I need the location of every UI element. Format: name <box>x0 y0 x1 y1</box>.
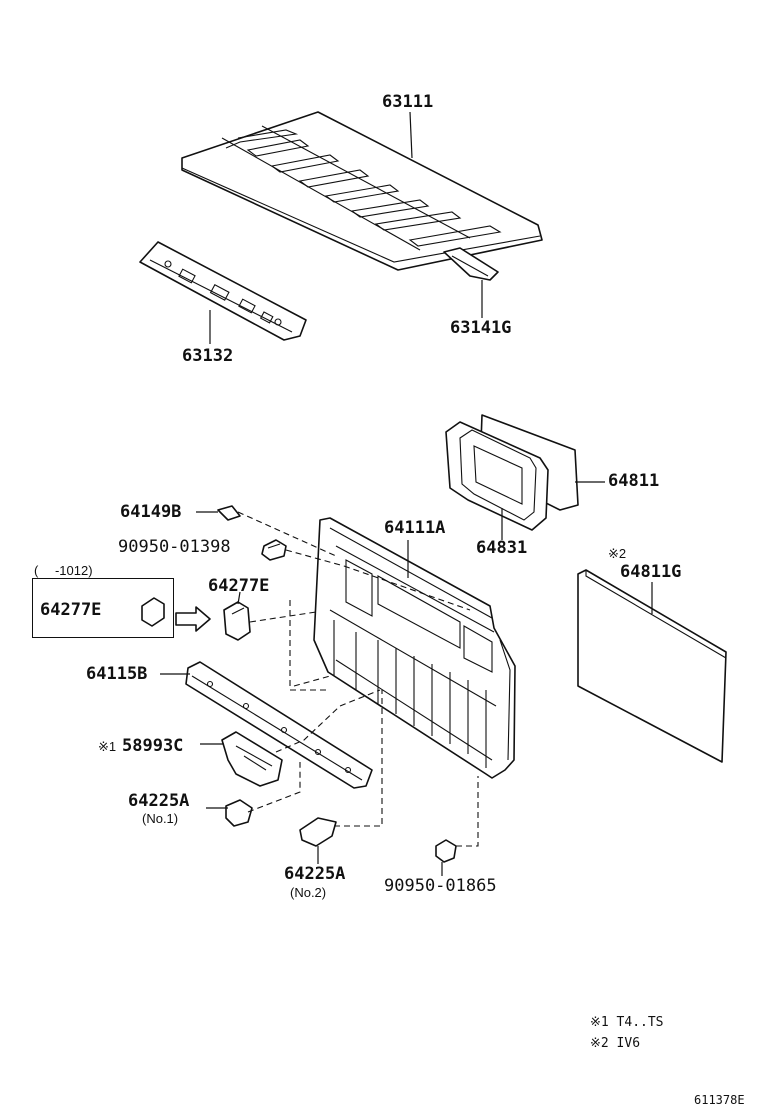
roof-bow-front <box>139 241 307 341</box>
back-panel <box>313 517 516 779</box>
part-number-64277e[interactable]: 64277E <box>208 576 270 596</box>
bolt-90950-01865 <box>435 839 457 863</box>
part-number-64111a[interactable]: 64111A <box>384 518 446 538</box>
part-number-58993c[interactable]: 58993C <box>122 736 184 756</box>
part-number-64149b[interactable]: 64149B <box>120 502 182 522</box>
bracket-64225a-no2 <box>299 817 337 847</box>
part-number-90950-01398[interactable]: 90950-01398 <box>118 537 231 557</box>
arrow-icon <box>175 606 211 632</box>
bracket-58993c <box>221 731 283 787</box>
clip-64149b <box>217 505 241 521</box>
part-number-64811g[interactable]: 64811G <box>620 562 682 582</box>
variant-label-no2: (No.2) <box>290 885 327 900</box>
note-1: ※1 T4..TS <box>590 1015 664 1030</box>
part-number-64115b[interactable]: 64115B <box>86 664 148 684</box>
footnote-mark-2: ※2 <box>608 546 627 561</box>
part-number-64277e-inset[interactable]: 64277E <box>40 600 102 620</box>
reinforcement-64115b <box>185 661 373 789</box>
bracket-64277e-inset <box>141 597 165 627</box>
roof-panel <box>181 111 543 271</box>
bracket-64277e-main <box>223 601 251 641</box>
part-number-64831[interactable]: 64831 <box>476 538 528 558</box>
roof-bow-rear <box>443 247 499 281</box>
part-number-90950-01865[interactable]: 90950-01865 <box>384 876 497 896</box>
part-number-63132[interactable]: 63132 <box>182 346 234 366</box>
part-number-64225a-no2[interactable]: 64225A <box>284 864 346 884</box>
variant-inset-box <box>32 578 174 638</box>
note-2: ※2 IV6 <box>590 1036 641 1051</box>
figure-id: 611378E <box>694 1093 745 1107</box>
part-number-63111[interactable]: 63111 <box>382 92 434 112</box>
variant-label-no1: (No.1) <box>142 811 179 826</box>
part-number-64225a-no1[interactable]: 64225A <box>128 791 190 811</box>
footnote-mark-1: ※1 <box>98 739 117 754</box>
rear-panel-board <box>577 569 727 763</box>
clip-90950-01398 <box>261 539 287 561</box>
bracket-64225a-no1 <box>225 799 253 827</box>
rear-window-weatherstrip <box>445 421 549 531</box>
inset-range-label: ( -1012) <box>34 563 93 578</box>
part-number-64811[interactable]: 64811 <box>608 471 660 491</box>
part-number-63141g[interactable]: 63141G <box>450 318 512 338</box>
